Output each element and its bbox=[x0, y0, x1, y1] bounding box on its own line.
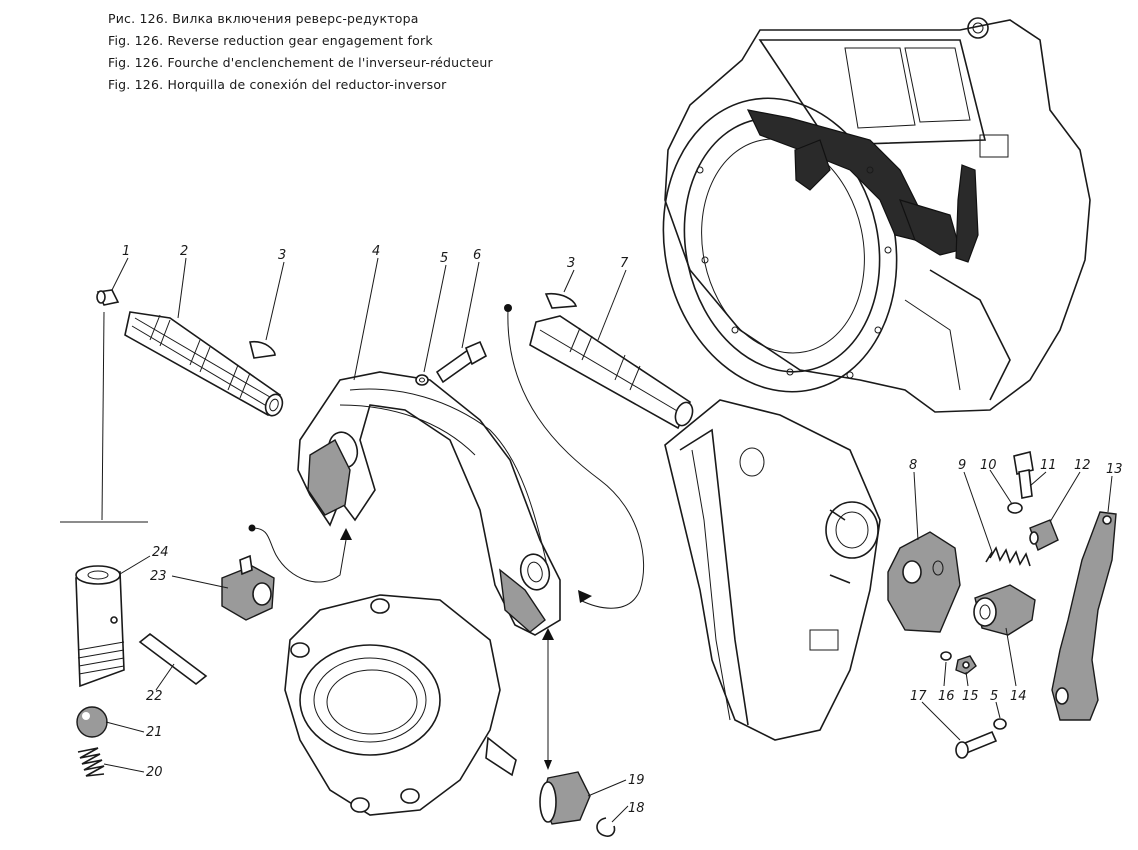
callout-10: 10 bbox=[980, 458, 997, 473]
part-23-clamp bbox=[221, 554, 275, 621]
callout-5-third: 5 bbox=[990, 689, 998, 704]
part-5-washer-second bbox=[993, 718, 1007, 730]
gearbox-housing bbox=[662, 17, 1091, 413]
callout-19: 19 bbox=[628, 773, 645, 788]
part-18-circlip bbox=[596, 817, 616, 837]
figure-captions: Рис. 126. Вилка включения реверс-редукто… bbox=[108, 8, 493, 96]
callout-1: 1 bbox=[122, 244, 130, 259]
part-6-bolt bbox=[435, 340, 488, 384]
part-21-ball bbox=[76, 706, 108, 738]
callout-22: 22 bbox=[146, 689, 163, 704]
callout-8: 8 bbox=[909, 458, 917, 473]
callout-16: 16 bbox=[938, 689, 955, 704]
part-12-nut bbox=[1029, 519, 1059, 551]
part-24-bushing bbox=[75, 565, 125, 688]
callout-21: 21 bbox=[146, 725, 163, 740]
part-3-key bbox=[249, 340, 276, 359]
part-14-collar bbox=[973, 584, 1036, 636]
part-15-nut bbox=[955, 655, 977, 675]
callout-23: 23 bbox=[150, 569, 167, 584]
callout-11: 11 bbox=[1040, 458, 1057, 473]
caption-spanish: Fig. 126. Horquilla de conexión del redu… bbox=[108, 77, 447, 92]
caption-russian: Рис. 126. Вилка включения реверс-редукто… bbox=[108, 11, 419, 26]
callout-18: 18 bbox=[628, 801, 645, 816]
assembly-leader-lines bbox=[60, 304, 645, 770]
callout-15: 15 bbox=[962, 689, 979, 704]
callout-24: 24 bbox=[152, 545, 169, 560]
bearing-cover-housing bbox=[284, 594, 517, 816]
part-20-spring bbox=[77, 747, 105, 777]
part-19-sleeve bbox=[539, 771, 591, 825]
part-11-bolt bbox=[1013, 451, 1034, 499]
housing-bolt-holes bbox=[696, 166, 892, 379]
callout-7: 7 bbox=[620, 256, 629, 271]
caption-french: Fig. 126. Fourche d'enclenchement de l'i… bbox=[108, 55, 493, 70]
housing-fork-assembly bbox=[746, 109, 979, 263]
part-22-pin bbox=[138, 632, 208, 686]
part-5-washer bbox=[415, 374, 429, 386]
caption-english: Fig. 126. Reverse reduction gear engagem… bbox=[108, 33, 433, 48]
callout-17: 17 bbox=[910, 689, 927, 704]
callout-14: 14 bbox=[1010, 689, 1027, 704]
part-9-spring bbox=[985, 546, 1031, 567]
part-17-screw bbox=[955, 730, 998, 759]
callout-3-second: 3 bbox=[567, 256, 575, 271]
part-2-shaft bbox=[124, 311, 284, 417]
callout-12: 12 bbox=[1074, 458, 1091, 473]
part-4-fork bbox=[297, 371, 561, 636]
callout-13: 13 bbox=[1106, 462, 1123, 477]
part-8-bracket bbox=[887, 531, 961, 633]
callout-4: 4 bbox=[372, 244, 380, 259]
part-13-lever bbox=[1051, 511, 1117, 721]
part-3-key-second bbox=[544, 292, 578, 309]
callout-2: 2 bbox=[180, 244, 188, 259]
housing-cover-plate bbox=[664, 399, 881, 741]
callout-6: 6 bbox=[473, 248, 481, 263]
callout-20: 20 bbox=[146, 765, 163, 780]
part-7-shaft bbox=[529, 315, 694, 430]
part-16-washer bbox=[940, 651, 952, 661]
callout-3: 3 bbox=[278, 248, 286, 263]
part-10-washer bbox=[1007, 502, 1023, 514]
part-1-plug bbox=[96, 289, 120, 306]
callout-labels: 1 2 3 4 5 6 3 7 8 9 10 11 12 13 14 15 16… bbox=[103, 244, 1123, 823]
callout-9: 9 bbox=[958, 458, 966, 473]
callout-5: 5 bbox=[440, 251, 448, 266]
